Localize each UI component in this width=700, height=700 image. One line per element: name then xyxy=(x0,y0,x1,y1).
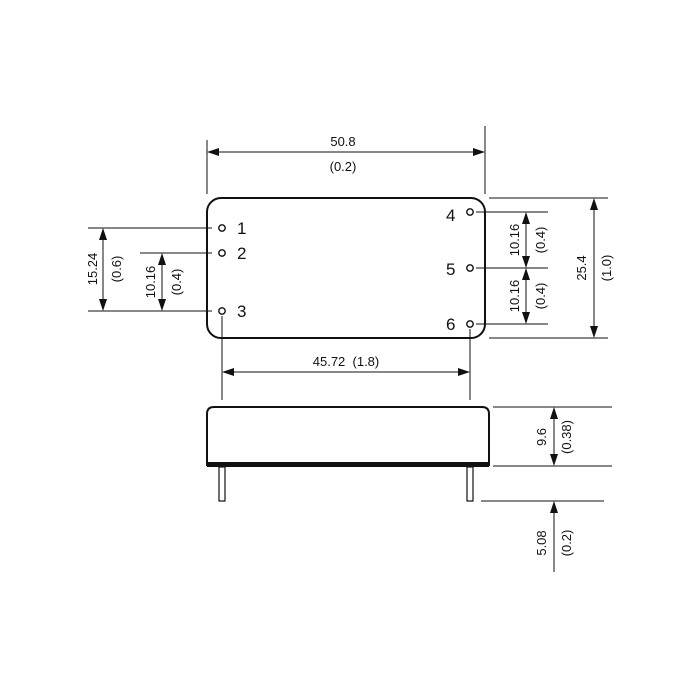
overall-width-label-alt: (0.2) xyxy=(330,159,357,174)
body-height-label-alt: (0.38) xyxy=(559,420,574,454)
pin-pitch-label: 45.72 (1.8) xyxy=(313,354,380,369)
left-pitch-dimension: 10.16 (0.4) xyxy=(140,252,212,311)
body-height-dimension: 9.6 (0.38) xyxy=(493,406,612,467)
left-pitch-label-alt: (0.4) xyxy=(169,269,184,296)
side-view-pin-left xyxy=(218,466,226,502)
module-body-side-view xyxy=(206,406,490,466)
overall-height-label: 25.4 xyxy=(574,255,589,280)
right-pitch-upper-label: 10.16 xyxy=(507,224,522,257)
pin-label-5: 5 xyxy=(446,260,455,279)
pin-hole-4 xyxy=(466,208,474,216)
pin-label-1: 1 xyxy=(237,219,246,238)
overall-width-label: 50.8 xyxy=(330,134,355,149)
left-pitch-label: 10.16 xyxy=(143,266,158,299)
side-view-base-band xyxy=(207,462,489,467)
right-pitch-upper-label-alt: (0.4) xyxy=(533,227,548,254)
pin-pitch-dimension: 45.72 (1.8) xyxy=(221,316,471,400)
overall-height-dimension: 25.4 (1.0) xyxy=(489,197,614,339)
pin-label-4: 4 xyxy=(446,206,455,225)
pin-label-6: 6 xyxy=(446,315,455,334)
pin-hole-3 xyxy=(218,307,226,315)
pin-hole-2 xyxy=(218,249,226,257)
pin-label-2: 2 xyxy=(237,244,246,263)
body-height-label: 9.6 xyxy=(534,428,549,446)
left-span-label: 15.24 xyxy=(85,253,100,286)
overall-height-label-alt: (1.0) xyxy=(599,255,614,282)
pin-hole-6 xyxy=(466,320,474,328)
overall-width-dimension: 50.8 (0.2) xyxy=(206,126,486,194)
pin-hole-1 xyxy=(218,224,226,232)
pin-length-label-alt: (0.2) xyxy=(559,530,574,557)
left-span-dimension: 15.24 (0.6) xyxy=(85,227,212,312)
right-pitch-lower-label: 10.16 xyxy=(507,280,522,313)
pin-length-dimension: 5.08 (0.2) xyxy=(481,500,604,572)
left-span-label-alt: (0.6) xyxy=(109,256,124,283)
pin-hole-5 xyxy=(466,264,474,272)
side-view-pin-right xyxy=(466,466,474,502)
pin-label-3: 3 xyxy=(237,302,246,321)
module-body-top-view xyxy=(206,197,486,339)
right-pitch-lower-label-alt: (0.4) xyxy=(533,283,548,310)
right-pitch-dimensions: 10.16 (0.4) 10.16 (0.4) xyxy=(476,211,548,325)
pin-length-label: 5.08 xyxy=(534,530,549,555)
